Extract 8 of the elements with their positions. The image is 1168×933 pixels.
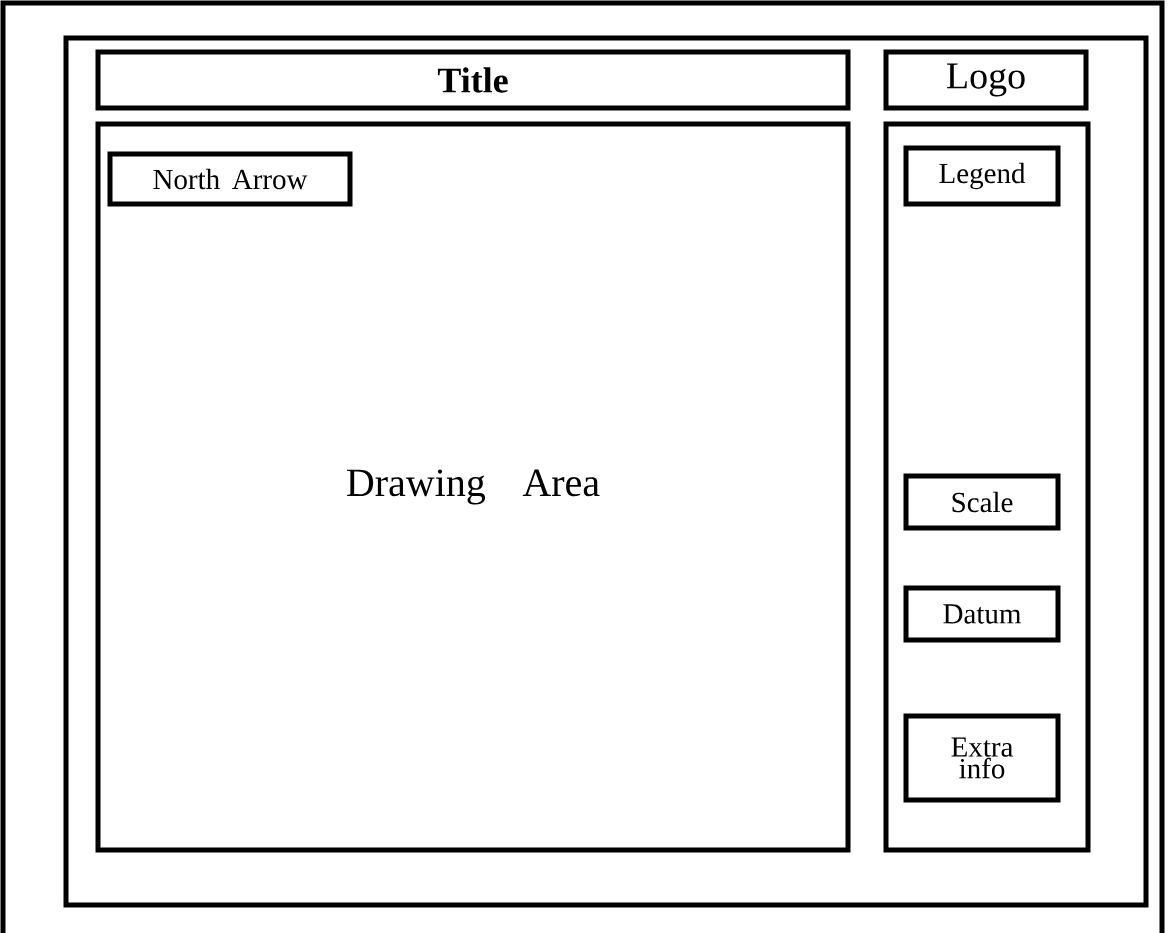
- label-box: Extra info: [903, 713, 1061, 803]
- label-box: Legend: [903, 145, 1061, 207]
- side-panel: [883, 121, 1091, 853]
- label-box: Logo: [883, 49, 1089, 111]
- title-box: Title: [95, 49, 851, 111]
- label-box: Scale: [903, 473, 1061, 531]
- label-box: Datum: [903, 585, 1061, 643]
- label-box: North Arrow: [107, 151, 353, 207]
